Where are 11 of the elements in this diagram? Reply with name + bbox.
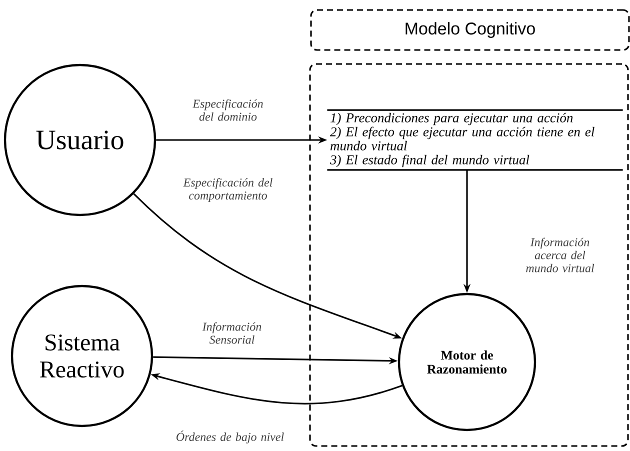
- header-box: Modelo Cognitivo: [310, 9, 630, 51]
- circle-node: Usuario: [4, 64, 156, 216]
- edge-label: Información Sensorial: [202, 322, 262, 344]
- text-list: 1) Precondiciones para ejecutar una acción 2) El efecto que ejecutar una acción tiene en el mundo virtual 3) El estado final del mundo virtual: [327, 109, 623, 171]
- edge-label: Información acerca del mundo virtual: [526, 238, 594, 272]
- edge-label: Especificación del dominio: [192, 99, 263, 121]
- circle-node: Motor de Razonamiento: [398, 292, 536, 432]
- circle-node: Sistema Reactivo: [10, 284, 154, 428]
- edge-label: Especificación del comportamiento: [183, 178, 272, 202]
- dashed-frame: [309, 63, 629, 447]
- edge-label: Órdenes de bajo nivel: [176, 430, 284, 444]
